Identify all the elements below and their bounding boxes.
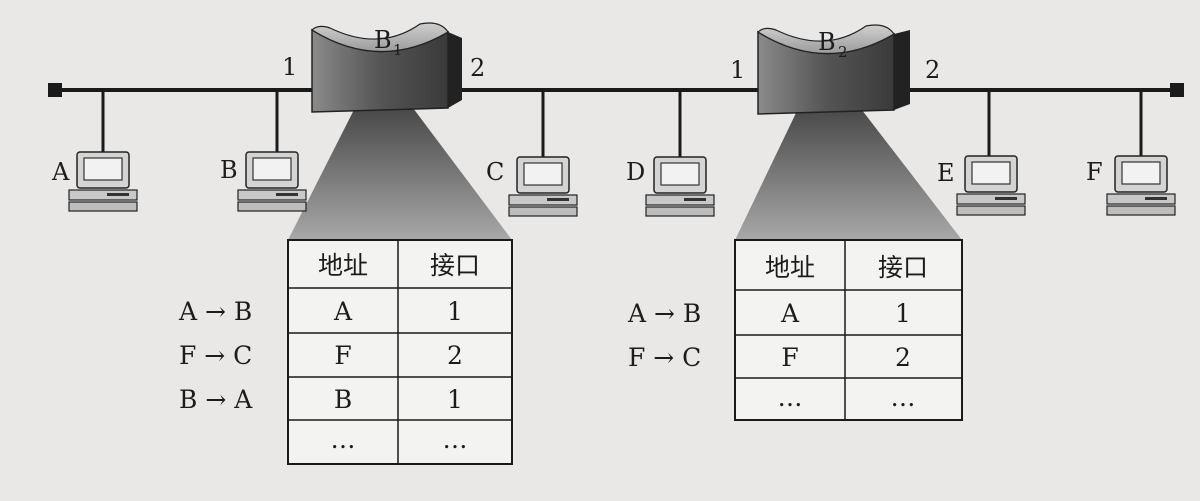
table-1-row-2-interface: 2 <box>447 341 463 370</box>
terminator-left <box>48 83 62 97</box>
bridge-1-subscript: 1 <box>393 41 403 59</box>
table-1-row-2-address: F <box>334 341 351 370</box>
table-2-row-1-address: A <box>780 299 800 328</box>
bridge-1-zoom-cone <box>288 88 512 240</box>
host-label-e: E <box>937 159 955 187</box>
host-label-a: A <box>51 158 70 186</box>
bridge-2-device <box>757 24 910 115</box>
computer-icon-c <box>508 156 578 217</box>
terminator-right <box>1170 83 1184 97</box>
computer-icon-b <box>237 151 307 212</box>
bridge-2-subscript: 2 <box>838 43 848 61</box>
table-1-frame-3: B → A <box>179 385 253 414</box>
host-drops <box>101 90 1143 158</box>
bridge-1-forwarding-table: 地址 接口 A 1 F 2 B 1 … … <box>287 239 513 465</box>
table-2-frame-1: A → B <box>627 299 701 328</box>
bridge-2-port-2-label: 2 <box>925 56 940 84</box>
table-1-header-interface: 接口 <box>430 251 480 280</box>
bridge-1-device <box>311 22 462 113</box>
table-1-frame-1: A → B <box>178 297 252 326</box>
computer-icon-e <box>956 155 1026 216</box>
bridge-2-port-1-label: 1 <box>730 56 745 84</box>
bridge-1-port-1-label: 1 <box>282 53 297 81</box>
lan-bus <box>48 83 1184 97</box>
host-label-f: F <box>1086 158 1103 186</box>
bridge-2-zoom-cone <box>735 88 962 240</box>
bridge-2-forwarding-table: 地址 接口 A 1 F 2 … … <box>734 239 963 421</box>
table-2-row-3-interface: … <box>891 383 916 412</box>
computer-icon-f <box>1106 155 1176 216</box>
table-2-frame-2: F → C <box>628 343 701 372</box>
computer-icon-a <box>68 151 138 212</box>
bridge-1-label: B <box>374 26 392 54</box>
bridge-1-port-2-label: 2 <box>470 54 485 82</box>
bridge-2-label: B <box>818 28 836 56</box>
table-1-row-1-interface: 1 <box>447 297 463 326</box>
table-1-row-4-interface: … <box>443 425 468 454</box>
table-1-row-3-interface: 1 <box>447 385 463 414</box>
table-2-header-address: 地址 <box>765 253 815 282</box>
table-2-header-interface: 接口 <box>878 253 928 282</box>
table-1-row-1-address: A <box>333 297 353 326</box>
host-label-d: D <box>626 158 645 186</box>
host-label-b: B <box>220 156 238 184</box>
table-2-row-3-address: … <box>778 383 803 412</box>
computer-icon-d <box>645 156 715 217</box>
host-label-c: C <box>486 158 504 186</box>
table-2-row-2-interface: 2 <box>895 343 911 372</box>
table-2-row-2-address: F <box>781 343 798 372</box>
table-1-header-address: 地址 <box>318 251 368 280</box>
table-2-row-1-interface: 1 <box>895 299 911 328</box>
table-1-row-4-address: … <box>331 425 356 454</box>
table-1-frame-2: F → C <box>179 341 252 370</box>
table-1-row-3-address: B <box>334 385 352 414</box>
